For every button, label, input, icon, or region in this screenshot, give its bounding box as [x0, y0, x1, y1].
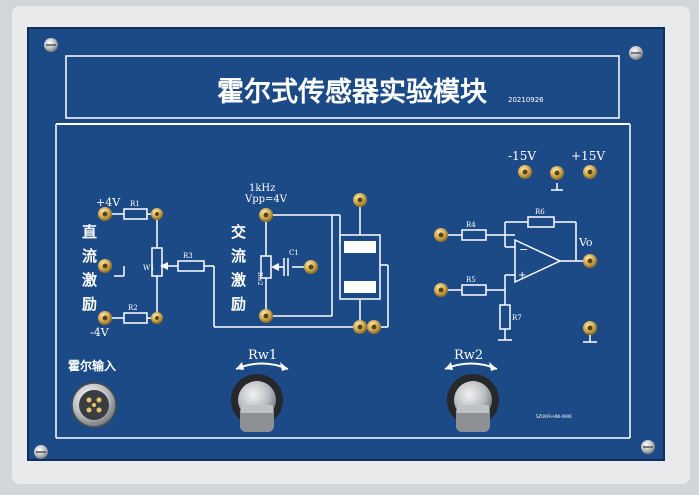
- terminal-minus-15v[interactable]: [518, 165, 532, 179]
- op-amp-symbol: [514, 238, 562, 284]
- terminal-r2-right[interactable]: [151, 312, 163, 324]
- dc-label-char: 流: [82, 247, 97, 265]
- c1-label: C1: [289, 249, 299, 257]
- r1-label: R1: [130, 200, 140, 208]
- potentiometer-w1: [151, 247, 163, 277]
- terminal-dc-ground[interactable]: [98, 259, 112, 273]
- terminal-amp-input-2[interactable]: [434, 283, 448, 297]
- terminal-ac-bottom[interactable]: [259, 309, 273, 323]
- terminal-amp-input-1[interactable]: [434, 228, 448, 242]
- plus-15v-label: +15V: [571, 149, 605, 163]
- dc-circuit-wiring: [105, 213, 360, 328]
- r4-label: R4: [466, 221, 476, 229]
- resistor-r4: [461, 229, 487, 241]
- op-amp-plus: +: [518, 270, 526, 281]
- terminal-vo[interactable]: [583, 254, 597, 268]
- rw2-label: Rw2: [256, 272, 263, 286]
- screw-icon: [641, 440, 655, 454]
- rw1-knob-label: Rw1: [248, 348, 277, 363]
- resistor-r3: [177, 260, 205, 272]
- rw2-knob-label: Rw2: [454, 348, 483, 363]
- op-amp-minus: −: [519, 243, 528, 256]
- ac-label-char: 激: [231, 271, 247, 289]
- minus-15v-label: -15V: [508, 149, 536, 163]
- dc-label-char: 励: [82, 295, 97, 313]
- dc-label-char: 激: [82, 271, 98, 289]
- terminal-amp-ground[interactable]: [583, 321, 597, 335]
- terminal-ground-supply[interactable]: [550, 166, 564, 180]
- date-code: 20210926: [508, 96, 544, 104]
- ac-label-char: 流: [231, 247, 246, 265]
- terminal-hall-left[interactable]: [353, 320, 367, 334]
- rw2-knob[interactable]: [447, 374, 499, 432]
- terminal-plus-15v[interactable]: [583, 165, 597, 179]
- screw-icon: [44, 38, 58, 52]
- hall-input-label: 霍尔输入: [68, 358, 116, 373]
- resistor-r6: [527, 216, 555, 228]
- r7-label: R7: [512, 314, 522, 322]
- w1-label: W1: [143, 264, 155, 272]
- ac-label-char: 交: [231, 223, 246, 241]
- resistor-r5: [461, 284, 487, 296]
- output-label: Vo: [578, 236, 593, 249]
- amplitude-label: Vpp=4V: [244, 194, 288, 205]
- hall-input-connector[interactable]: [71, 382, 117, 428]
- resistor-r2: [123, 312, 148, 324]
- resistor-r1: [123, 208, 148, 220]
- terminal-hall-right[interactable]: [367, 320, 381, 334]
- terminal-plus-4v[interactable]: [98, 207, 112, 221]
- r5-label: R5: [466, 276, 476, 284]
- rw1-knob[interactable]: [231, 374, 283, 432]
- r6-label: R6: [535, 208, 545, 216]
- frequency-label: 1kHz: [249, 183, 275, 194]
- hall-sensor-symbol: [339, 234, 381, 300]
- terminal-ac-top[interactable]: [259, 208, 273, 222]
- screw-icon: [629, 46, 643, 60]
- title-band: [65, 55, 620, 119]
- terminal-r1-right[interactable]: [151, 208, 163, 220]
- resistor-r7: [499, 304, 511, 330]
- serial-number: SZUKFA-HNI-0906: [536, 414, 572, 419]
- minus-4v-label: -4V: [90, 326, 110, 339]
- r2-label: R2: [128, 304, 138, 312]
- terminal-c1[interactable]: [304, 260, 318, 274]
- ac-label-char: 励: [231, 295, 246, 313]
- ac-circuit-wiring: [265, 200, 389, 328]
- terminal-hall-top[interactable]: [353, 193, 367, 207]
- terminal-minus-4v[interactable]: [98, 311, 112, 325]
- page-title: 霍尔式传感器实验模块: [217, 76, 488, 108]
- r3-label: R3: [183, 252, 193, 260]
- dc-label-char: 直: [82, 223, 97, 241]
- plus-4v-label: +4V: [96, 196, 121, 209]
- screw-icon: [34, 445, 48, 459]
